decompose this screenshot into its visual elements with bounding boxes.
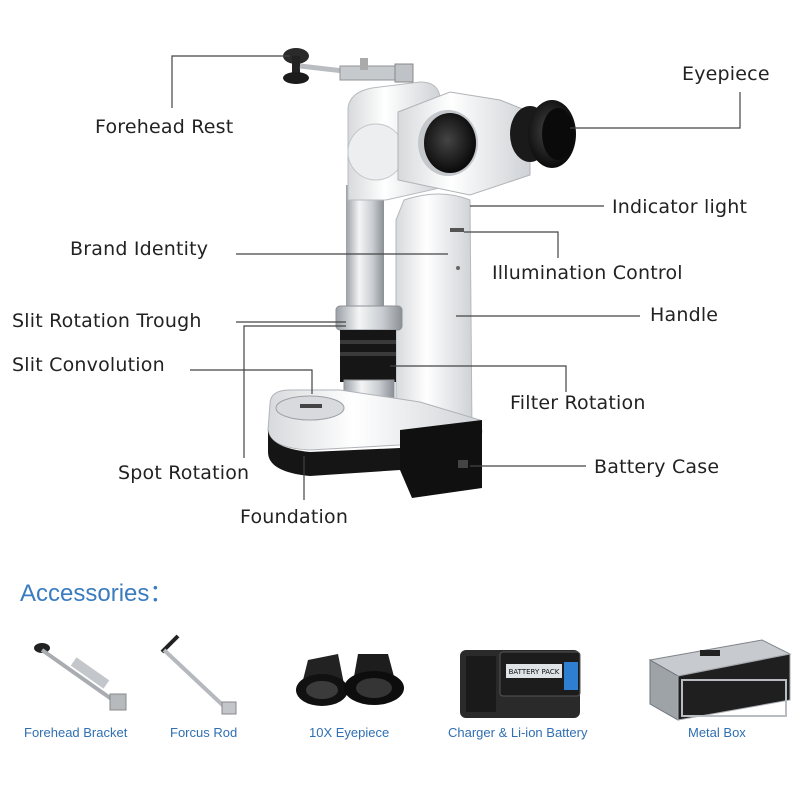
vertical-column: [346, 185, 384, 310]
metal-box-image: [648, 639, 792, 721]
caption-metal-box: Metal Box: [688, 725, 746, 740]
label-handle: Handle: [650, 304, 719, 326]
label-slit-rotation-trough: Slit Rotation Trough: [12, 310, 202, 332]
forehead-bracket-image: [34, 643, 127, 711]
eyepiece-part: [397, 91, 576, 196]
label-eyepiece: Eyepiece: [682, 63, 770, 85]
accessories-title: Accessories：: [20, 580, 174, 607]
caption-focus-rod: Forcus Rod: [170, 725, 238, 740]
label-brand-identity: Brand Identity: [70, 238, 209, 260]
foundation-part: [267, 389, 483, 498]
caption-charger-battery: Charger & Li-ion Battery: [448, 725, 588, 740]
charger-battery-image: BATTERY PACK: [460, 650, 581, 718]
slit-lamp-illustration: [171, 48, 741, 500]
label-battery-case: Battery Case: [594, 456, 720, 478]
caption-eyepiece: 10X Eyepiece: [309, 725, 390, 740]
label-foundation: Foundation: [240, 506, 349, 528]
leader-lines: [171, 55, 741, 500]
forehead-rest-part: [283, 48, 414, 84]
label-forehead-rest: Forehead Rest: [95, 116, 234, 138]
label-illumination-control: Illumination Control: [492, 262, 683, 284]
caption-forehead-bracket: Forehead Bracket: [24, 725, 128, 740]
eyepieces-image: [296, 654, 404, 706]
focus-rod-image: [160, 634, 237, 715]
label-slit-convolution: Slit Convolution: [12, 354, 165, 376]
label-filter-rotation: Filter Rotation: [510, 392, 646, 414]
battery-label: BATTERY PACK: [509, 668, 560, 676]
label-spot-rotation: Spot Rotation: [118, 462, 250, 484]
label-indicator-light: Indicator light: [612, 196, 748, 218]
